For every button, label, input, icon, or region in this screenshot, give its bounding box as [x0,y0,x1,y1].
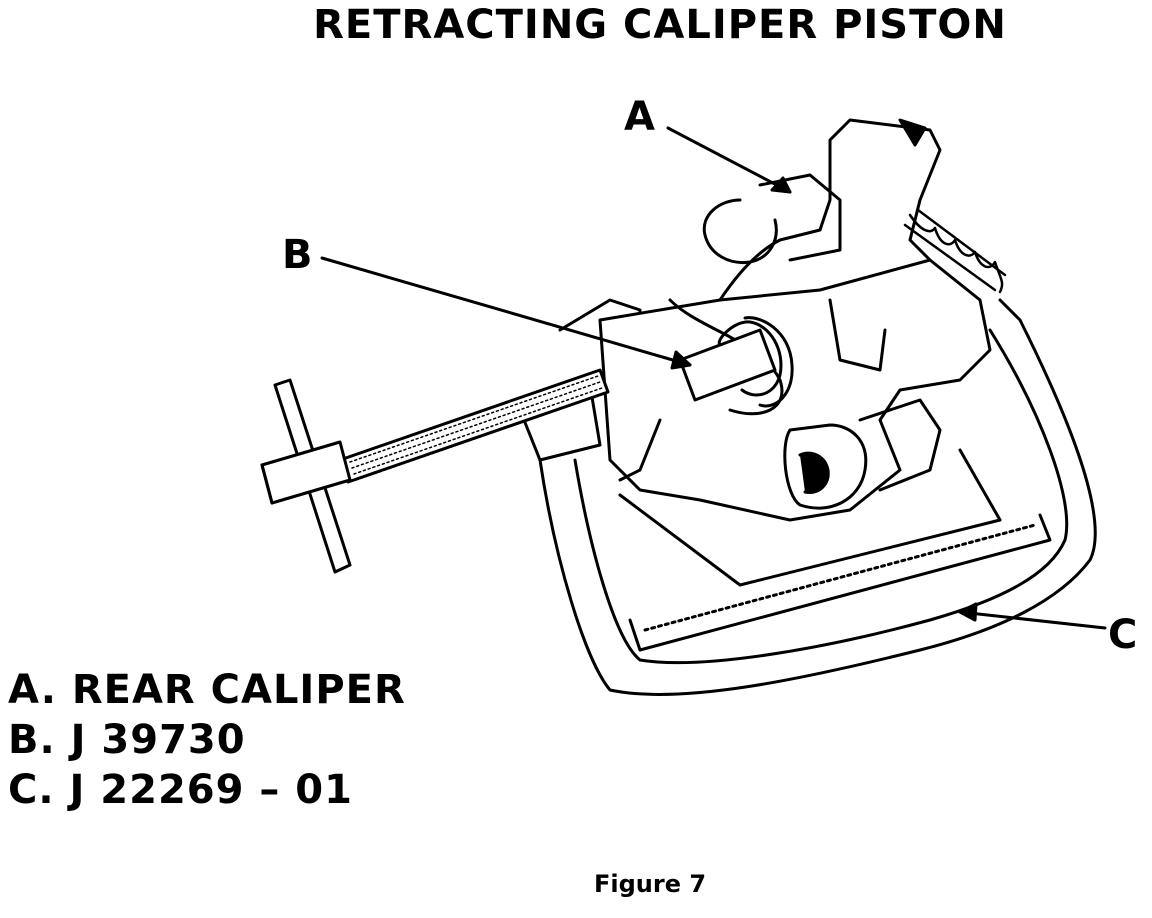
legend-item-a: A. REAR CALIPER [8,667,406,713]
callout-c: C [1108,612,1137,658]
t-handle [260,378,352,574]
spring [903,208,1007,294]
figure-title: RETRACTING CALIPER PISTON [313,2,1007,48]
legend: A. REAR CALIPER B. J 39730 C. J 22269 – … [8,665,406,815]
rear-caliper [598,118,992,522]
legend-item-b: B. J 39730 [8,717,246,763]
callout-b: B [282,232,313,278]
leader-lines [320,126,1107,630]
threaded-screw [338,316,794,484]
figure-caption: Figure 7 [593,870,707,898]
legend-item-c: C. J 22269 – 01 [8,767,353,813]
callout-a: A [624,94,655,140]
